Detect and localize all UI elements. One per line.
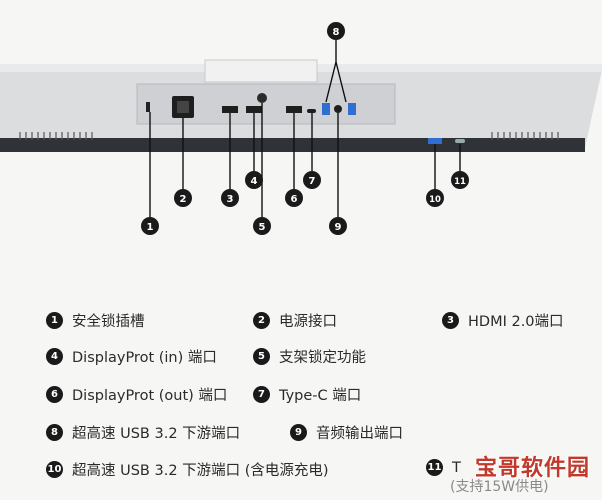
dp-out-port: [286, 106, 302, 113]
badge-1: [141, 217, 159, 235]
diagram-badges: 1 2 3 4 5 6 7 8 9 10 11: [141, 22, 469, 235]
badge-6-num: 6: [291, 194, 298, 205]
legend-item-3: 3 HDMI 2.0端口: [442, 310, 564, 331]
legend-badge: 10: [46, 461, 63, 478]
usb-down-port-b: [348, 103, 356, 115]
badge-8: [327, 22, 345, 40]
badge-3: [221, 189, 239, 207]
legend-item-5: 5 支架锁定功能: [253, 346, 366, 367]
badge-5-num: 5: [259, 222, 266, 233]
audio-out-port: [334, 105, 342, 113]
watermark-text: 宝哥软件园: [474, 456, 590, 481]
badge-2-num: 2: [180, 194, 187, 205]
legend-label: 超高速 USB 3.2 下游端口: [72, 426, 241, 442]
legend-badge: 5: [253, 348, 270, 365]
legend-label: 安全锁插槽: [72, 314, 145, 330]
dp-in-port: [246, 106, 262, 113]
legend-item-7: 7 Type-C 端口: [253, 384, 361, 405]
legend-label: DisplayProt (in) 端口: [72, 350, 217, 366]
watermark: 宝哥软件园 (支持15W供电): [448, 450, 598, 496]
legend-label: HDMI 2.0端口: [468, 314, 564, 330]
usb-down-port-a: [322, 103, 330, 115]
legend-badge: 2: [253, 312, 270, 329]
port-legend: 1 安全锁插槽 2 电源接口 3 HDMI 2.0端口 4 DisplayPro…: [0, 300, 602, 500]
badge-7-num: 7: [309, 176, 316, 187]
badge-1-num: 1: [147, 222, 154, 233]
badge-10-num: 10: [429, 195, 441, 205]
legend-item-11: 11 T: [426, 459, 461, 476]
security-lock-slot-port: [146, 102, 150, 112]
badge-3-num: 3: [227, 194, 234, 205]
hdmi-port: [222, 106, 238, 113]
badge-8-num: 8: [333, 27, 340, 38]
usb-charge-port: [428, 138, 442, 144]
badge-11: [451, 171, 469, 189]
legend-badge: 3: [442, 312, 459, 329]
legend-item-2: 2 电源接口: [253, 310, 337, 331]
badge-7: [303, 171, 321, 189]
monitor-ports-diagram: 1 2 3 4 5 6 7 8 9 10 11: [0, 22, 602, 235]
legend-label: 支架锁定功能: [279, 350, 366, 366]
legend-label: 超高速 USB 3.2 下游端口 (含电源充电): [72, 463, 329, 479]
left-vents: [19, 132, 93, 140]
badge-4-num: 4: [251, 176, 258, 187]
legend-item-1: 1 安全锁插槽: [46, 310, 145, 331]
legend-item-10: 10 超高速 USB 3.2 下游端口 (含电源充电): [46, 459, 329, 480]
legend-item-4: 4 DisplayProt (in) 端口: [46, 346, 217, 367]
badge-4: [245, 171, 263, 189]
legend-badge: 6: [46, 386, 63, 403]
badge-9: [329, 217, 347, 235]
legend-item-6: 6 DisplayProt (out) 端口: [46, 384, 227, 405]
power-port-inner: [177, 101, 189, 113]
legend-label: Type-C 端口: [279, 388, 362, 404]
legend-label: DisplayProt (out) 端口: [72, 388, 228, 404]
legend-badge: 9: [290, 424, 307, 441]
monitor-bottom-bezel: [0, 138, 585, 152]
legend-label: T: [452, 459, 461, 476]
stand-neck: [204, 59, 318, 83]
legend-badge: 7: [253, 386, 270, 403]
legend-label: 电源接口: [279, 314, 337, 330]
item-11-subtext: (支持15W供电): [450, 479, 549, 495]
stand-lock-button: [257, 93, 267, 103]
badge-6: [285, 189, 303, 207]
legend-badge: 8: [46, 424, 63, 441]
badge-2: [174, 189, 192, 207]
badge-10: [426, 189, 444, 207]
legend-badge: 11: [426, 459, 443, 476]
badge-5: [253, 217, 271, 235]
type-c-side-port: [455, 139, 465, 143]
leader-lines: [149, 40, 461, 218]
badge-11-num: 11: [454, 177, 466, 187]
legend-badge: 4: [46, 348, 63, 365]
legend-label: 音频输出端口: [316, 426, 403, 442]
badge-9-num: 9: [335, 222, 342, 233]
type-c-port: [307, 109, 316, 113]
legend-item-8: 8 超高速 USB 3.2 下游端口: [46, 422, 240, 443]
legend-badge: 1: [46, 312, 63, 329]
legend-item-9: 9 音频输出端口: [290, 422, 403, 443]
right-vents: [491, 132, 559, 140]
